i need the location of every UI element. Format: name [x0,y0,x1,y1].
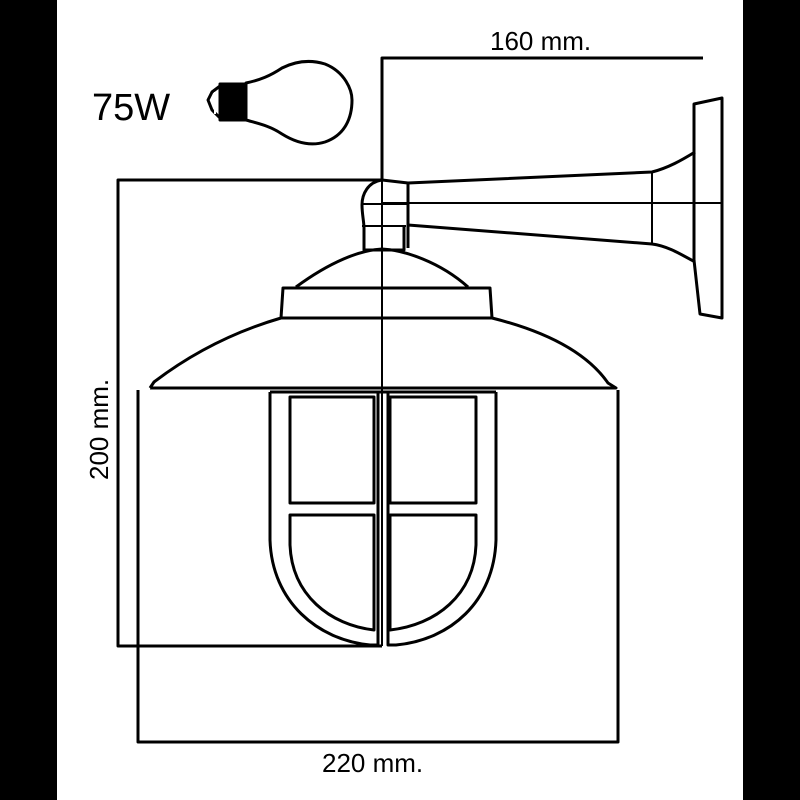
arm-joint [360,178,408,252]
wall-bracket-arm [381,150,722,264]
projection-label: 160 mm. [490,26,591,56]
glass-cage [268,390,498,647]
glass-pane-top-left [288,395,376,505]
width-label: 220 mm. [322,748,423,778]
width-dimension: 220 mm. [136,390,620,778]
light-bulb-icon [206,59,354,146]
glass-pane-top-right [388,395,478,505]
glass-pane-bottom-left [288,513,376,632]
lamp-shade [148,316,618,390]
height-label: 200 mm. [84,379,114,480]
drawing-canvas [57,0,743,800]
upper-dome [295,247,469,289]
projection-dimension: 160 mm. [380,26,703,180]
height-dimension: 200 mm. [84,178,382,648]
wall-plate [692,96,724,320]
wattage-label: 75W [92,87,170,129]
glass-pane-bottom-right [388,513,478,632]
collar-ring [279,286,494,320]
